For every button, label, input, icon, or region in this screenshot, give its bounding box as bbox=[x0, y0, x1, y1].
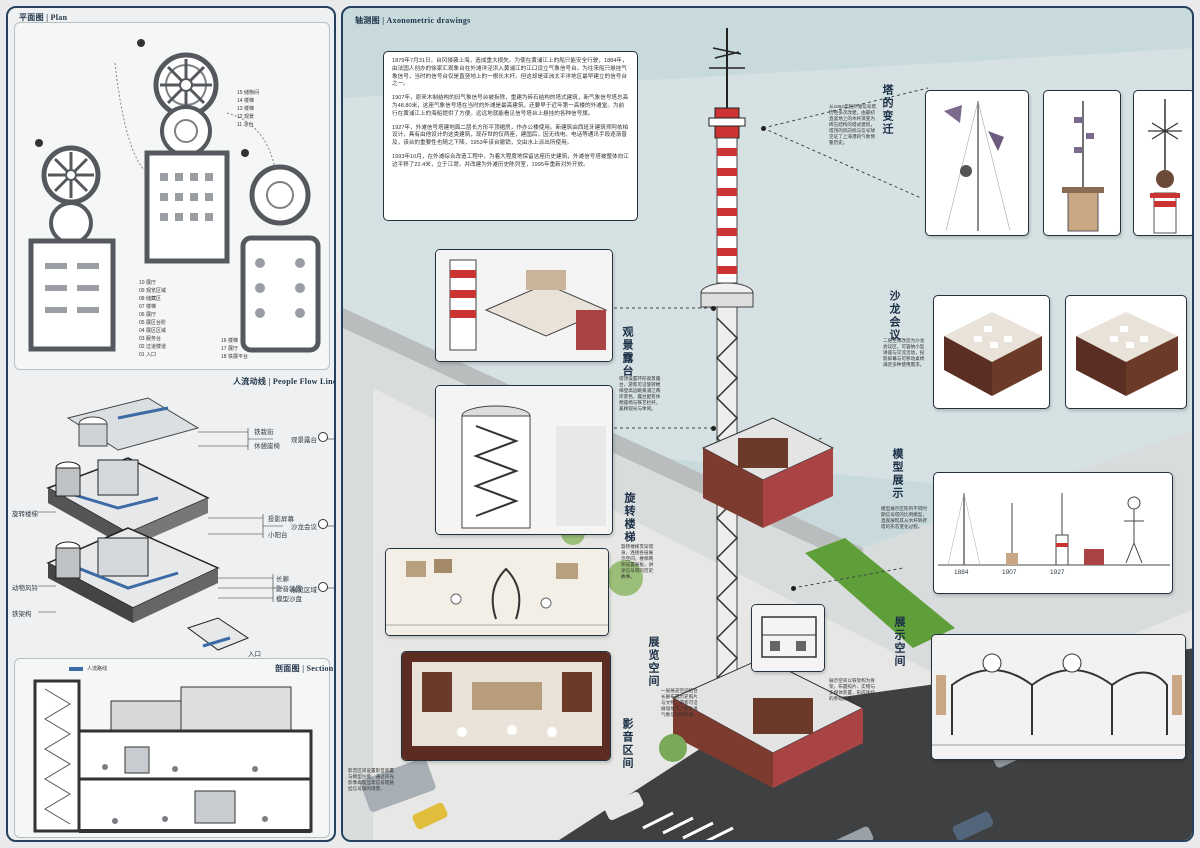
display-space-drawing bbox=[932, 635, 1185, 759]
salon-room-icon-2 bbox=[1076, 312, 1178, 396]
history-paragraph-1: 1879年7月31日，台风侵袭上海，造成重大损失。为使在黄浦江上的船只能安全行驶… bbox=[392, 58, 628, 88]
history-paragraph-4: 1993年10月，在外滩综合改造工程中，为着大程度地保留这座历史建筑，外滩信号塔… bbox=[392, 153, 629, 168]
people-flow-title: 人流动线 | People Flow Line bbox=[233, 377, 336, 386]
heading-spiral: 旋转楼梯 bbox=[623, 492, 635, 544]
heading-display: 展示空间 bbox=[893, 616, 905, 668]
flow-label-low-3: 模型沙盘 bbox=[276, 596, 302, 603]
section-title: 剖面图 | Section bbox=[275, 664, 334, 673]
flow-tag-top-icon bbox=[318, 432, 328, 442]
salon-room-icon bbox=[944, 312, 1042, 396]
leader-dot-1 bbox=[761, 126, 766, 131]
flow-level-low bbox=[46, 527, 220, 623]
flow-tag-top: 观景露台 bbox=[291, 437, 317, 444]
exhibition-card bbox=[385, 548, 609, 636]
spiral-stair-card bbox=[435, 385, 613, 535]
flow-label-left-2: 动物风铃 bbox=[12, 585, 38, 592]
salon-card-2 bbox=[1065, 295, 1187, 409]
exhibition-drawing bbox=[386, 549, 608, 635]
note-model: 模型展示区陈列不同时期信号塔的比例模型，直观展现其从木杆到砖塔的形态变化过程。 bbox=[881, 506, 927, 529]
history-paragraph-3: 1927年，外滩信号塔建地面二层长方形平顶裙房，作办公楼使用。新建筑由西班牙建筑… bbox=[392, 124, 629, 147]
heading-audio: 影音区间 bbox=[621, 718, 633, 770]
leader-dot-3 bbox=[711, 426, 716, 431]
entrance-label: 入口 bbox=[248, 651, 261, 658]
leader-dot-2 bbox=[711, 306, 716, 311]
evolution-card-1884 bbox=[925, 90, 1029, 236]
model-year-1927: 1927 bbox=[1050, 569, 1065, 576]
tower-1927-icon bbox=[1148, 99, 1182, 234]
flow-level-top bbox=[66, 397, 200, 451]
display-small-drawing bbox=[752, 605, 824, 671]
display-small-card bbox=[751, 604, 825, 672]
note-evolution: 从1884年起外滩信号塔历经多次改建，由最初直竖地上的木杆演变为砖石结构的塔式建… bbox=[829, 104, 876, 145]
model-display-card: 1884 1907 1927 bbox=[933, 472, 1173, 594]
evolution-card-1907 bbox=[1043, 90, 1121, 236]
model-year-1884: 1884 bbox=[954, 569, 969, 576]
flow-label-low-2: 影音装置 bbox=[276, 586, 302, 593]
flow-label-top-2: 休憩座椅 bbox=[254, 443, 280, 450]
note-observation: 塔顶设置环形观景露台，游客可沿旋转楼梯登高远眺黄浦江两岸景色，露台配有休憩座椅与… bbox=[619, 376, 661, 411]
flow-label-top-1: 铁栽街 bbox=[254, 429, 274, 436]
flow-tag-low-icon bbox=[318, 582, 328, 592]
salon-building bbox=[701, 417, 835, 528]
flow-label-mid-1: 投影屏幕 bbox=[268, 516, 294, 523]
left-hall-plan bbox=[28, 238, 116, 352]
flow-tag-low: 展览区域 bbox=[291, 587, 317, 594]
note-spiral: 旋转楼梯贯穿塔身，连接各层展示空间，楼梯两侧设置展板，讲述信号塔的历史故事。 bbox=[621, 544, 654, 579]
tower-1884-icon bbox=[944, 100, 1011, 232]
history-paragraph-2: 1907年，原来木制结构的旧气象信号台被拆除，重建为砖石结构的塔式建筑，新气象信… bbox=[392, 95, 629, 117]
heading-evolution: 塔的变迁 bbox=[881, 84, 893, 136]
model-year-1907: 1907 bbox=[1002, 569, 1017, 576]
tower-plan-upper bbox=[153, 52, 219, 118]
heading-observation: 观景露台 bbox=[621, 326, 633, 378]
observation-deck-drawing bbox=[436, 250, 612, 361]
leader-dot-4 bbox=[791, 586, 796, 591]
audio-room-drawing bbox=[402, 652, 610, 760]
evolution-card-1927 bbox=[1133, 90, 1192, 236]
plan-drawings bbox=[28, 39, 321, 353]
flow-label-left-3: 铁架构 bbox=[12, 611, 32, 618]
plan-title: 平面图 | Plan bbox=[19, 13, 68, 22]
axonometric-title: 轴测图 | Axonometric drawings bbox=[355, 16, 471, 25]
left-panel: 平面图 | Plan bbox=[6, 6, 336, 842]
section-legend-swatch bbox=[69, 666, 83, 671]
tower-plan-upper-2 bbox=[160, 105, 212, 157]
axonometric-panel: 轴测图 | Axonometric drawings bbox=[341, 6, 1194, 842]
salon-card-1 bbox=[933, 295, 1050, 409]
tower-plan-left bbox=[41, 145, 101, 205]
ground-building bbox=[671, 657, 865, 788]
flow-label-low-1: 长廊 bbox=[276, 576, 289, 583]
note-salon: 二层空间改造为沙龙会议区，可容纳小型讲座与交流活动，投影屏幕与可移动桌椅满足多种… bbox=[883, 338, 925, 367]
right-hall-plan bbox=[240, 235, 321, 353]
history-textbox: 1879年7月31日，台风侵袭上海，造成重大损失。为使在黄浦江上的船只能安全行驶… bbox=[383, 51, 638, 221]
note-display: 展示空间以铁架构为骨架，布置照片、实物与多媒体装置，形成连续的参观流线。 bbox=[829, 678, 875, 701]
display-space-card bbox=[931, 634, 1186, 760]
heading-salon: 沙龙会议 bbox=[888, 290, 900, 342]
spiral-stair-drawing bbox=[436, 386, 612, 534]
note-exhibition: 一层展览空间结合长廊布置历史照片与文物，游客可沿展墙依次了解外滩气象信号的发展。 bbox=[661, 688, 698, 717]
observation-card bbox=[435, 249, 613, 362]
section-drawing bbox=[33, 679, 313, 833]
audio-card bbox=[401, 651, 611, 761]
people-flow-axonometric bbox=[38, 397, 334, 651]
flow-level-mid bbox=[46, 457, 210, 548]
flow-tag-mid: 沙龙会议 bbox=[291, 524, 317, 531]
note-audio: 影音区间设置影音装置与模型沙盘，通过声光影像再现当年信号塔悬挂信号旗的场景。 bbox=[348, 768, 394, 791]
model-display-drawing bbox=[938, 492, 1170, 566]
flow-tag-mid-icon bbox=[318, 519, 328, 529]
section-panel: 剖面图 | Section 人流路线 bbox=[14, 658, 333, 838]
plan-panel: 平面图 | Plan bbox=[14, 13, 330, 370]
upper-hall-plan bbox=[144, 150, 230, 264]
section-legend: 人流路线 bbox=[69, 665, 107, 672]
tower-1907-icon bbox=[1062, 101, 1104, 232]
tower-plan-right bbox=[249, 164, 311, 226]
heading-model: 模型展示 bbox=[891, 448, 903, 500]
flow-label-left-1: 旋转楼梯 bbox=[12, 511, 38, 518]
flow-label-mid-2: 小阳台 bbox=[268, 532, 288, 539]
heading-exhibition: 展览空间 bbox=[647, 636, 659, 688]
